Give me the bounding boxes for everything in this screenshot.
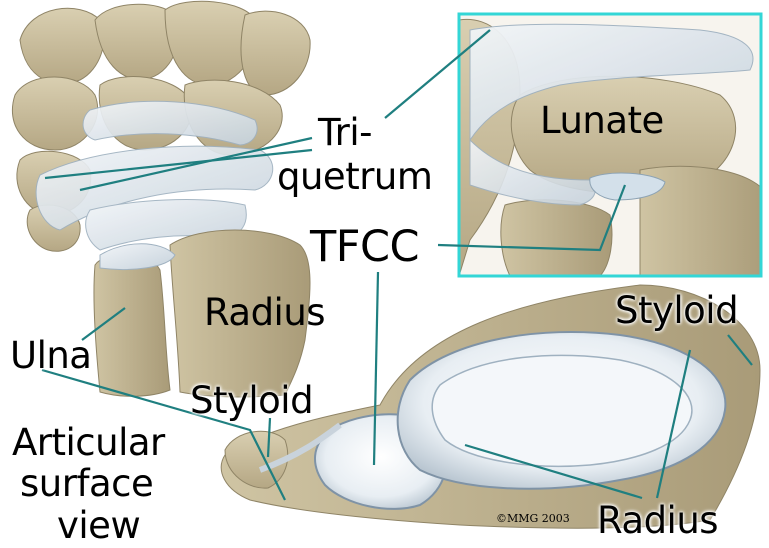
carpal-bone [12, 77, 97, 150]
ulna-bone [94, 254, 170, 396]
label-lunate: Lunate [540, 102, 664, 139]
label-styloid-left: Styloid [190, 382, 313, 419]
label-ulna: Ulna [10, 337, 92, 374]
inset-view [459, 14, 769, 276]
label-articular-line2: surface [20, 465, 153, 502]
tfcc-disc [100, 244, 175, 270]
label-articular-line3: view [57, 507, 140, 544]
lunate-fossa [432, 355, 692, 466]
copyright-notice: ©MMG 2003 [496, 512, 570, 525]
inset-bone [501, 200, 612, 276]
label-articular-line1: Articular [12, 424, 165, 461]
label-tfcc: TFCC [310, 226, 419, 269]
label-styloid-right: Styloid [615, 292, 738, 329]
label-triquetrum-line1: Tri- [318, 114, 372, 151]
label-radius-bottom: Radius [597, 502, 718, 539]
carpal-bone [241, 11, 310, 95]
label-triquetrum-line2: quetrum [277, 158, 432, 195]
carpal-bone [20, 8, 104, 83]
label-radius-top: Radius [204, 294, 325, 331]
